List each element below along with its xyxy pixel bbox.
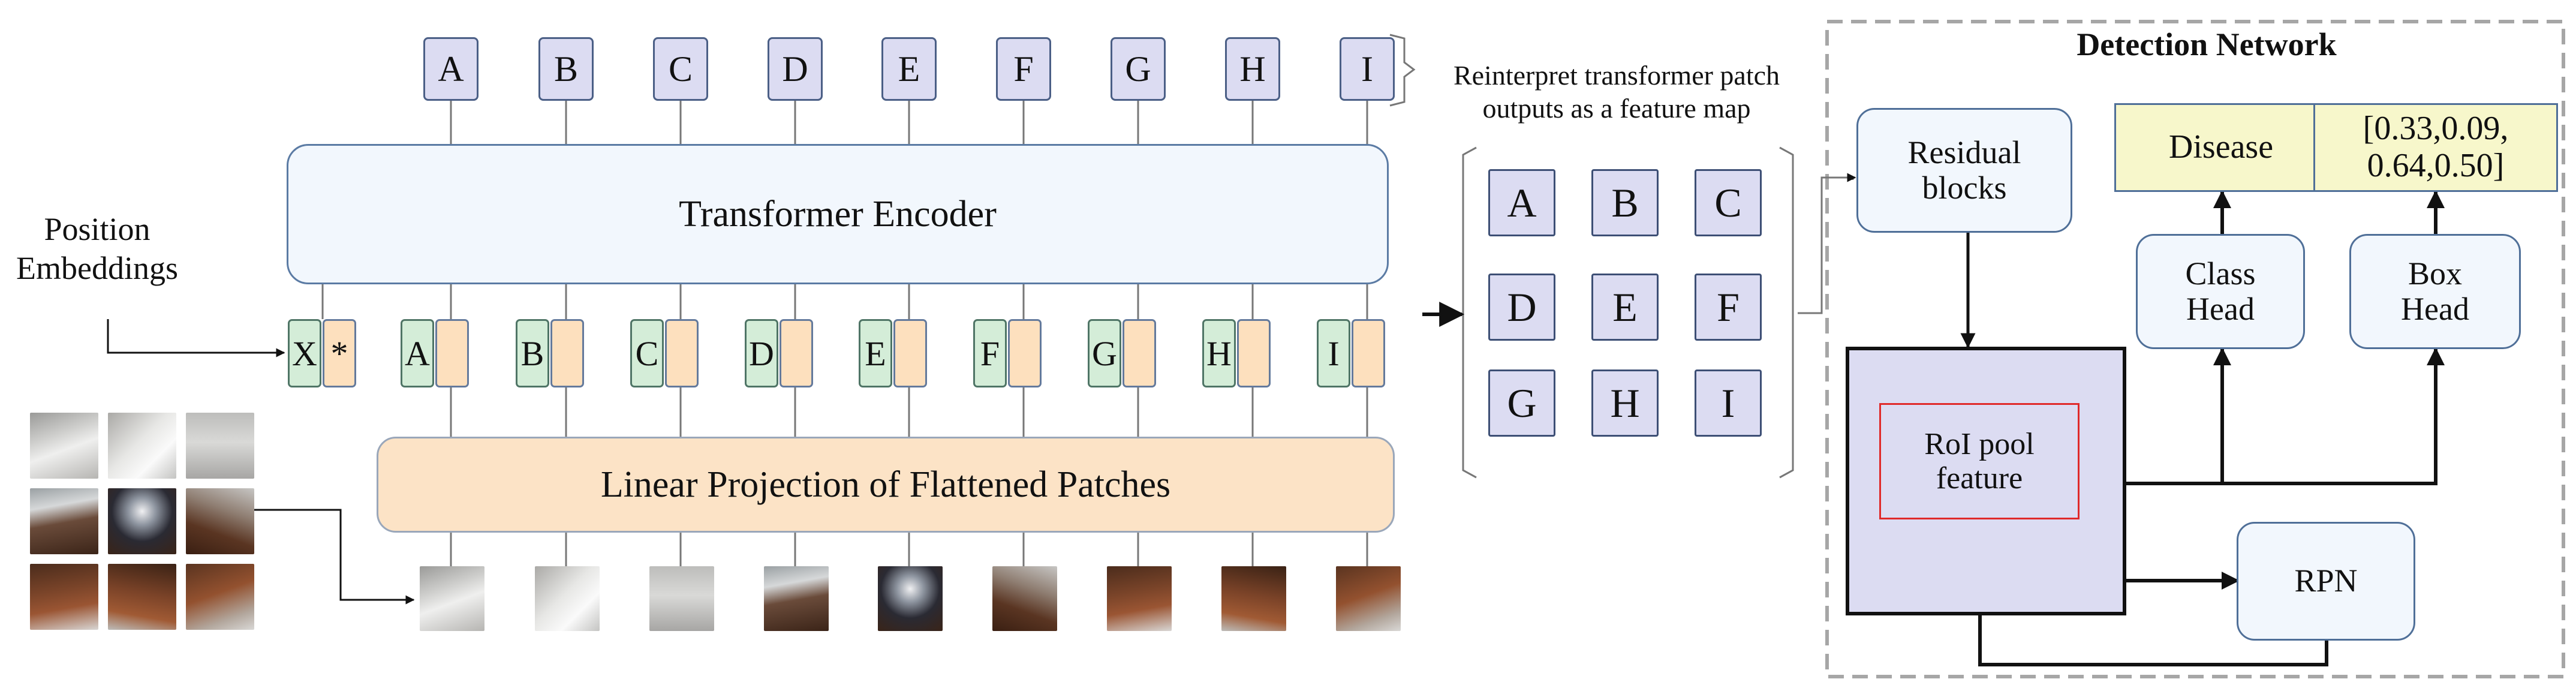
reinterpret-note: Reinterpret transformer patch outputs as… [1453, 60, 1780, 124]
roi-pool-feature: RoI pool feature [1879, 403, 2080, 519]
image-patch-6 [186, 488, 254, 554]
rpn: RPN [2237, 522, 2415, 641]
output-token-g: G [1111, 37, 1166, 101]
feature-map-h: H [1591, 369, 1659, 437]
class-head: Class Head [2136, 234, 2305, 349]
patch-links [450, 533, 1368, 566]
image-patch-2 [108, 413, 176, 479]
position-embeddings-arrow [107, 319, 285, 357]
embedding-token-d: D [745, 319, 813, 387]
feature-map-f: F [1695, 274, 1762, 341]
embedding-token-i: I [1317, 319, 1385, 387]
flat-patch-9 [1336, 566, 1401, 631]
feature-map-d: D [1488, 274, 1555, 341]
flat-patch-3 [649, 566, 714, 631]
class-token: X * [288, 319, 356, 387]
flat-patch-1 [420, 566, 484, 631]
position-embeddings-label: Position Embeddings [16, 211, 178, 286]
output-token-a: A [423, 37, 479, 101]
bbox-label: [0.33,0.09, 0.64,0.50] [2313, 103, 2558, 192]
class-token-marker: * [323, 319, 356, 387]
disease-label: Disease [2114, 103, 2328, 192]
feature-map-bracket-right [1779, 146, 1794, 479]
image-patch-7 [30, 564, 98, 630]
output-brace [1389, 34, 1416, 107]
flat-patch-4 [764, 566, 829, 631]
embedding-token-h: H [1202, 319, 1271, 387]
embedding-token-c: C [630, 319, 699, 387]
transformer-encoder: Transformer Encoder [287, 144, 1389, 284]
image-patch-8 [108, 564, 176, 630]
embedding-token-e: E [859, 319, 927, 387]
embedding-token-a: A [401, 319, 469, 387]
feature-to-residual-arrow [1798, 176, 1854, 314]
detection-network-frame [1825, 20, 2565, 678]
output-token-f: F [996, 37, 1051, 101]
feature-to-heads [2126, 347, 2445, 485]
feature-map-b: B [1591, 169, 1659, 236]
feature-map-a: A [1488, 169, 1555, 236]
detection-network-title: Detection Network [2077, 26, 2337, 62]
output-token-links [450, 101, 1368, 144]
feature-map-e: E [1591, 274, 1659, 341]
flat-patch-5 [878, 566, 943, 631]
encoder-token-links [321, 284, 1368, 319]
output-token-d: D [768, 37, 823, 101]
flat-patch-2 [535, 566, 600, 631]
class-token-label: X [288, 319, 321, 387]
projection-token-links [450, 387, 1368, 437]
flat-patch-7 [1107, 566, 1172, 631]
box-head: Box Head [2349, 234, 2521, 349]
flat-patch-6 [992, 566, 1057, 631]
residual-blocks: Residual blocks [1856, 108, 2072, 233]
output-token-h: H [1225, 37, 1280, 101]
embedding-token-b: B [516, 319, 584, 387]
output-token-b: B [538, 37, 594, 101]
image-patch-3 [186, 413, 254, 479]
flat-patch-8 [1221, 566, 1286, 631]
output-token-c: C [653, 37, 708, 101]
feature-map-i: I [1695, 369, 1762, 437]
output-token-e: E [881, 37, 937, 101]
image-patch-5 [108, 488, 176, 554]
feature-map-c: C [1695, 169, 1762, 236]
image-patch-4 [30, 488, 98, 554]
feature-map-bracket-left [1462, 146, 1477, 479]
embedding-token-g: G [1088, 319, 1156, 387]
linear-projection: Linear Projection of Flattened Patches [377, 437, 1395, 533]
patches-arrow [254, 509, 415, 605]
image-patch-9 [186, 564, 254, 630]
output-token-i: I [1340, 37, 1395, 101]
embedding-token-f: F [973, 319, 1042, 387]
image-patch-1 [30, 413, 98, 479]
feature-map-g: G [1488, 369, 1555, 437]
